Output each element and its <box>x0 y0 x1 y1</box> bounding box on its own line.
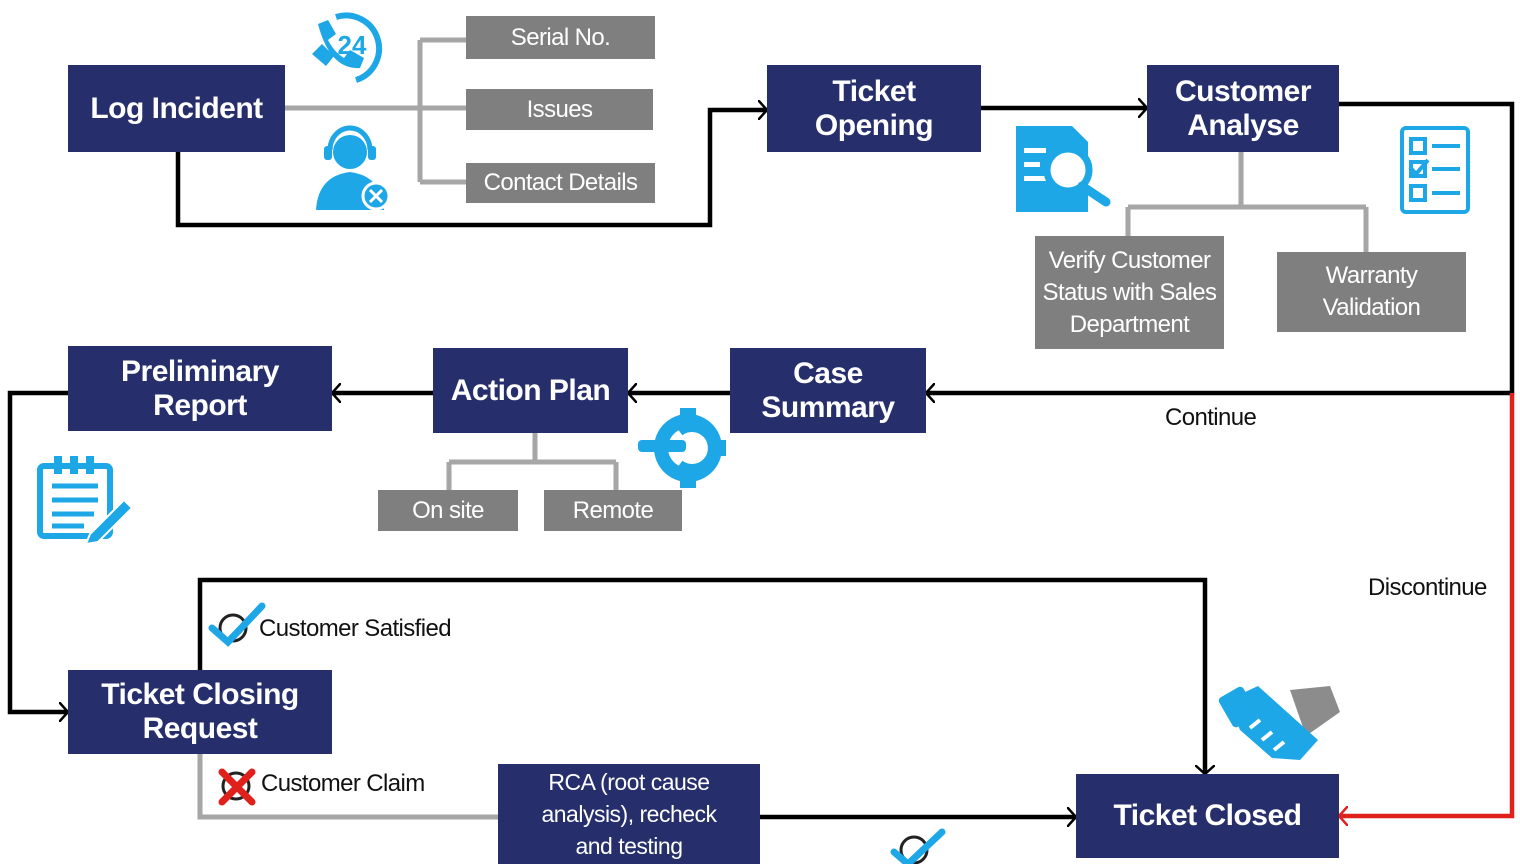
customer-claim-label: Customer Claim <box>261 770 425 797</box>
continue-label: Continue <box>1165 404 1257 431</box>
warranty-validation-box: Warranty Validation <box>1277 252 1466 332</box>
contact-details-box: Contact Details <box>466 163 655 203</box>
discontinue-connector <box>1339 393 1515 816</box>
ticket-closed-box: Ticket Closed <box>1076 774 1339 858</box>
report-edit-icon <box>37 456 134 546</box>
preliminary-report-box: Preliminary Report <box>68 346 332 431</box>
continue-connector <box>926 101 1515 393</box>
cross-icon <box>218 768 256 806</box>
verify-customer-box: Verify Customer Status with Sales Depart… <box>1035 236 1224 349</box>
flow-lines <box>7 101 1515 817</box>
handshake-icon <box>1218 686 1340 760</box>
ticket-opening-box: Ticket Opening <box>767 65 981 152</box>
issues-box: Issues <box>466 89 653 130</box>
log-incident-box: Log Incident <box>68 65 285 152</box>
search-document-icon <box>1016 126 1111 212</box>
remote-box: Remote <box>544 490 682 531</box>
rca-box: RCA (root cause analysis), recheck and t… <box>498 764 760 864</box>
checklist-icon <box>1400 126 1470 214</box>
customer-analyse-box: Customer Analyse <box>1147 65 1339 152</box>
discontinue-label: Discontinue <box>1368 574 1487 601</box>
support-agent-icon <box>316 125 391 211</box>
24-hour-support-icon: 24 <box>312 12 383 83</box>
on-site-box: On site <box>378 490 518 531</box>
serial-no-box: Serial No. <box>466 16 655 59</box>
preliminary-report-to-closing-request-connector <box>7 390 68 712</box>
action-plan-box: Action Plan <box>433 348 628 433</box>
gear-wrench-icon <box>638 408 726 488</box>
grey-branch-lines <box>197 37 1369 820</box>
customer-satisfied-connector <box>197 577 1205 774</box>
customer-satisfied-label: Customer Satisfied <box>259 615 452 642</box>
case-summary-box: Case Summary <box>730 348 926 433</box>
log-to-ticket-opening-connector <box>175 110 767 228</box>
check-icon-bottom <box>890 828 946 864</box>
support-24-label: 24 <box>338 30 367 60</box>
check-icon <box>208 602 266 647</box>
ticket-closing-request-box: Ticket Closing Request <box>68 670 332 754</box>
